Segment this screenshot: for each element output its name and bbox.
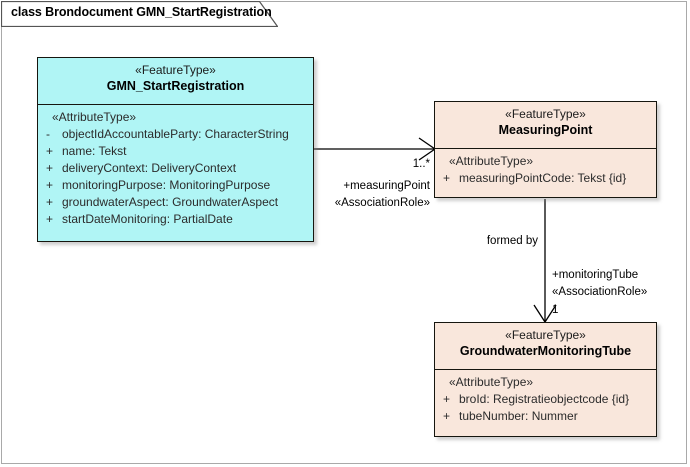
class-box-groundwater-monitoring-tube[interactable]: «FeatureType» GroundwaterMonitoringTube … (434, 322, 657, 437)
class-title: GroundwaterMonitoringTube (459, 344, 632, 358)
attribute-visibility: + (46, 144, 54, 158)
class-header-groundwater-monitoring-tube: «FeatureType» GroundwaterMonitoringTube (435, 323, 656, 370)
class-stereotype: «FeatureType» (135, 63, 216, 77)
attribute-row: + measuringPointCode: Tekst {id} (435, 170, 656, 187)
class-title: GMN_StartRegistration (106, 79, 245, 93)
attribute-visibility: + (443, 392, 451, 406)
page-title: class Brondocument GMN_StartRegistration (11, 5, 272, 19)
class-stereotype: «FeatureType» (505, 107, 586, 121)
class-attributes-gmn-start-registration: «AttributeType» -objectIdAccountablePart… (38, 105, 313, 232)
attribute-compartment-stereotype: «AttributeType» (449, 375, 534, 389)
association-multiplicity-monitoringtube: 1 (552, 304, 559, 316)
attribute-text: name: Tekst (62, 144, 127, 158)
class-box-gmn-start-registration[interactable]: «FeatureType» GMN_StartRegistration «Att… (37, 57, 314, 242)
class-attributes-groundwater-monitoring-tube: «AttributeType» + broId: Registratieobjec… (435, 370, 656, 429)
attribute-row: + tubeNumber: Nummer (435, 408, 656, 425)
attribute-visibility: + (46, 212, 54, 226)
attribute-compartment-stereotype: «AttributeType» (52, 110, 137, 124)
attribute-text: deliveryContext: DeliveryContext (62, 161, 237, 175)
association-role-measuringpoint: +measuringPoint (343, 180, 430, 192)
attribute-text: broId: Registratieobjectcode {id} (459, 392, 630, 406)
class-box-measuring-point[interactable]: «FeatureType» MeasuringPoint «AttributeT… (434, 101, 657, 198)
attribute-row: + name: Tekst (38, 143, 313, 160)
attribute-row: + broId: Registratieobjectcode {id} (435, 391, 656, 408)
attribute-text: objectIdAccountableParty: CharacterStrin… (62, 127, 289, 141)
class-header-measuring-point: «FeatureType» MeasuringPoint (435, 102, 656, 149)
attribute-visibility: + (46, 195, 54, 209)
attribute-text: startDateMonitoring: PartialDate (62, 212, 233, 226)
attribute-row: + deliveryContext: DeliveryContext (38, 160, 313, 177)
association-multiplicity-measuringpoint: 1..* (412, 158, 430, 170)
attribute-row: + monitoringPurpose: MonitoringPurpose (38, 177, 313, 194)
association-role-stereotype-measuringpoint: «AssociationRole» (334, 197, 430, 209)
attribute-visibility: + (443, 409, 451, 423)
class-title: MeasuringPoint (498, 123, 593, 137)
class-attributes-measuring-point: «AttributeType» + measuringPointCode: Tek… (435, 149, 656, 191)
class-header-gmn-start-registration: «FeatureType» GMN_StartRegistration (38, 58, 313, 105)
diagram-title-tab: class Brondocument GMN_StartRegistration (1, 1, 278, 27)
attribute-text: groundwaterAspect: GroundwaterAspect (62, 195, 279, 209)
attribute-text: tubeNumber: Nummer (459, 409, 578, 423)
attribute-visibility: - (46, 127, 50, 141)
attribute-row: -objectIdAccountableParty: CharacterStri… (38, 126, 313, 143)
attribute-compartment-stereotype: «AttributeType» (449, 154, 534, 168)
class-stereotype: «FeatureType» (505, 328, 586, 342)
attribute-row: + groundwaterAspect: GroundwaterAspect (38, 194, 313, 211)
attribute-row: + startDateMonitoring: PartialDate (38, 211, 313, 228)
attribute-visibility: + (46, 178, 54, 192)
association-role-monitoringtube: +monitoringTube (552, 269, 639, 281)
title-tab-shape (1, 1, 278, 27)
attribute-visibility: + (46, 161, 54, 175)
association-role-stereotype-monitoringtube: «AssociationRole» (552, 286, 648, 298)
association-name-formed-by: formed by (486, 235, 538, 247)
attribute-visibility: + (443, 171, 451, 185)
attribute-text: measuringPointCode: Tekst {id} (459, 171, 627, 185)
attribute-text: monitoringPurpose: MonitoringPurpose (62, 178, 271, 192)
